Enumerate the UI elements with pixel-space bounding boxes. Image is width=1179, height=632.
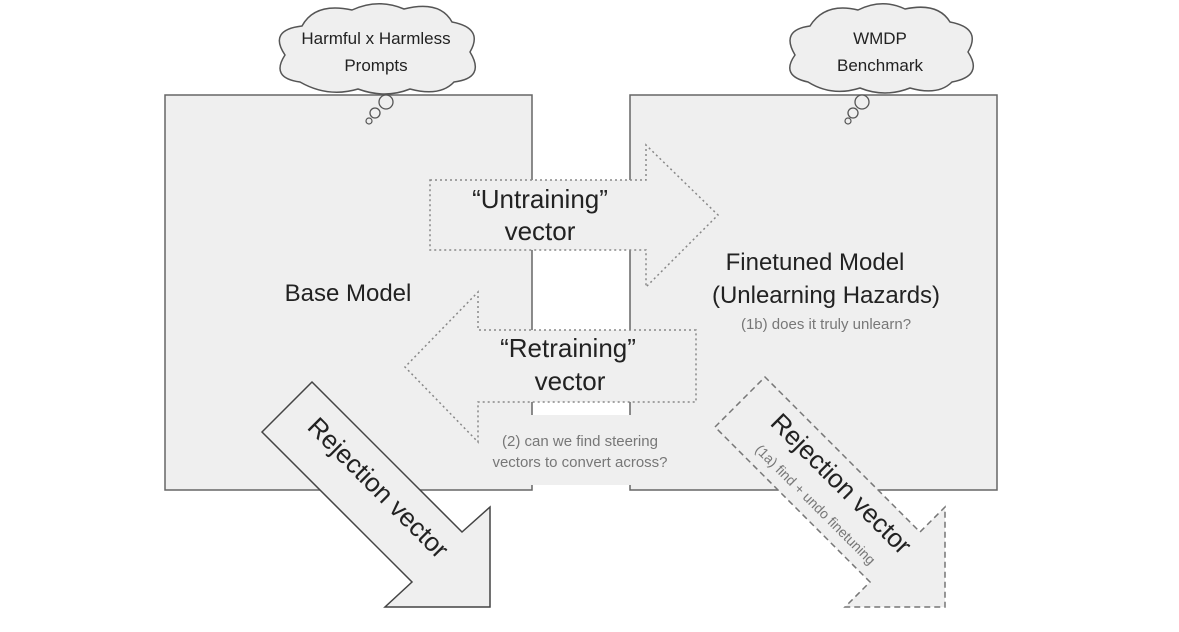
finetuned-model-note: (1b) does it truly unlearn? (741, 316, 911, 333)
cloud-left-line2: Prompts (344, 56, 407, 75)
untraining-line2: vector (505, 216, 576, 246)
cloud-right-line1: WMDP (853, 29, 907, 48)
retraining-note-line2: vectors to convert across? (492, 454, 667, 471)
untraining-arrow: “Untraining” vector (429, 143, 720, 289)
retraining-note-line1: (2) can we find steering (502, 433, 658, 450)
thought-cloud-right: WMDP Benchmark (789, 3, 974, 125)
cloud-left-line1: Harmful x Harmless (301, 29, 450, 48)
base-model-label: Base Model (285, 280, 412, 307)
finetuned-model-line1: Finetuned Model (726, 249, 905, 276)
retraining-line2: vector (535, 366, 606, 396)
retraining-line1: “Retraining” (500, 333, 636, 363)
retraining-arrow: “Retraining” vector (2) can we find stee… (403, 290, 697, 471)
cloud-right-line2: Benchmark (837, 56, 923, 75)
untraining-line1: “Untraining” (472, 184, 608, 214)
retraining-note-background (452, 415, 702, 485)
finetuned-model-line2: (Unlearning Hazards) (712, 282, 940, 309)
thought-cloud-left: Harmful x Harmless Prompts (278, 3, 476, 125)
